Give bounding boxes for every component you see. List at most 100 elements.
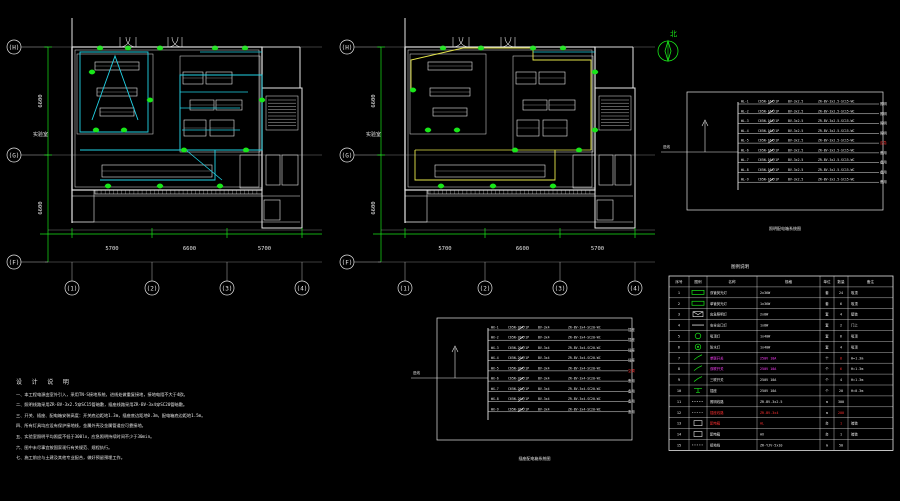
- circuit-desc: ZR-BV-3x4-SC20-WC: [568, 356, 601, 360]
- legend-qty: 6: [840, 334, 842, 338]
- fixture-icon: [453, 127, 461, 133]
- switch-icon: [693, 354, 703, 361]
- fixture-icon: [146, 97, 154, 103]
- circuit-cable: BV-3x4: [538, 377, 550, 381]
- circuit-cable: BV-3x4: [538, 326, 550, 330]
- circuit-tag: 备用: [628, 388, 635, 393]
- dim-label: 6600: [38, 201, 44, 214]
- breaker-icon: [517, 366, 525, 372]
- grid-row-label: (H): [9, 45, 20, 52]
- legend-no: 5: [678, 334, 680, 338]
- legend-qty: 1: [840, 422, 842, 426]
- legend-qty: 4: [840, 378, 842, 382]
- circuit-tag: 插座: [628, 347, 635, 352]
- door-swing: [119, 36, 131, 48]
- wing: [596, 199, 614, 221]
- legend-header: 规格: [785, 279, 793, 284]
- breaker-icon: [767, 177, 775, 183]
- legend-note: H=1.3m: [851, 378, 863, 382]
- circuit-id: WL-3: [741, 119, 749, 123]
- note-line: 三、开关、插座、配电箱安装高度：开关底边距地1.3m，插座底边距地0.3m，配电…: [16, 412, 206, 418]
- circuit-cable: BV-3x4: [538, 397, 550, 401]
- circuit-id: WL-4: [741, 129, 749, 133]
- circuit-desc: ZR-BV-3x2.5-SC15-WC: [818, 109, 855, 113]
- panel-icon: [693, 420, 703, 426]
- legend-qty: 2: [840, 324, 842, 328]
- fixture-icon: [424, 127, 432, 133]
- grid-col-label: (1): [67, 286, 78, 293]
- circuit-desc: ZR-BV-3x2.5-SC15-WC: [818, 178, 855, 182]
- legend-no: 8: [678, 367, 680, 371]
- stair-well: [265, 95, 299, 131]
- circuit-cable: BV-3x2.5: [788, 119, 803, 123]
- legend-name: 接地线: [710, 442, 721, 447]
- toilet: [265, 154, 281, 186]
- legend-unit: 台: [825, 421, 829, 426]
- grid-col-label: (2): [480, 286, 491, 293]
- panel-frame: [686, 91, 884, 211]
- circuit-tag: 照明: [880, 131, 887, 135]
- legend-no: 9: [678, 378, 680, 382]
- waterproof-lamp-icon: [694, 343, 702, 351]
- legend-header: 序号: [675, 279, 683, 284]
- switch-icon: [693, 376, 703, 382]
- wire-run: [179, 74, 263, 151]
- fixture-icon: [575, 147, 583, 153]
- circuit-desc: ZR-BV-3x4-SC20-WC: [568, 377, 601, 381]
- circuit-cable: BV-3x2.5: [788, 129, 803, 133]
- lamp-icon: [691, 300, 705, 306]
- legend-name: 插座线路: [710, 410, 724, 415]
- circuit-tag: 照明: [880, 112, 887, 116]
- legend-spec: 250V 10A: [760, 356, 776, 360]
- breaker-icon: [517, 356, 525, 361]
- room-label: 实验室: [33, 131, 48, 138]
- legend-qty: 6: [840, 302, 842, 306]
- dim-label: 6600: [371, 201, 377, 214]
- legend-spec: ZR-YJV-5x10: [760, 443, 782, 447]
- toilet: [614, 154, 632, 186]
- legend-unit: m: [826, 411, 828, 415]
- circuit-tag: 备用: [880, 169, 887, 174]
- circuit-id: WL-5: [741, 139, 749, 143]
- circuit-desc: ZR-BV-3x4-SC20-WC: [568, 336, 601, 340]
- emergency-icon: [692, 311, 704, 317]
- legend-name: 防水灯: [710, 344, 721, 349]
- circuit-cable: BV-3x2.5: [788, 109, 803, 113]
- breaker-icon: [767, 138, 775, 144]
- fixture-icon: [211, 45, 219, 51]
- dim-label: 5700: [258, 246, 271, 252]
- wing: [263, 199, 281, 221]
- legend-no: 13: [677, 422, 681, 426]
- note-line: 五、实验室照明平均照度不低于300lx，应急照明持续时间不少于30min。: [16, 433, 155, 439]
- circuit-cable: BV-3x4: [538, 356, 550, 360]
- legend-header: 备注: [867, 279, 875, 284]
- legend-header: 图例: [694, 279, 702, 284]
- legend-name: 单管荧光灯: [710, 301, 728, 306]
- legend-no: 2: [678, 302, 680, 306]
- circuit-desc: ZR-BV-3x2.5-SC15-WC: [818, 119, 855, 123]
- circuit-cable: BV-3x2.5: [788, 100, 803, 104]
- fixture-icon: [241, 45, 249, 51]
- circuit-id: WX-2: [491, 336, 499, 340]
- circuit-tag: 备用: [880, 150, 887, 155]
- circuit-id: WL-8: [741, 168, 749, 172]
- breaker-icon: [767, 158, 775, 163]
- breaker-icon: [517, 335, 525, 341]
- circuit-id: WX-7: [491, 387, 499, 391]
- circuit-tag: 备用: [880, 160, 887, 165]
- grid-col-label: (3): [555, 286, 566, 293]
- breaker-icon: [767, 148, 775, 154]
- breaker-icon: [517, 325, 525, 331]
- circuit-id: WL-1: [741, 100, 749, 104]
- corridor: [94, 189, 263, 195]
- legend-note: 暗装: [851, 432, 858, 437]
- legend-note: 吸顶: [851, 334, 858, 338]
- toilet: [281, 154, 299, 186]
- circuit-desc: ZR-BV-3x4-SC20-WC: [568, 387, 601, 391]
- circuit-desc: ZR-BV-3x2.5-SC15-WC: [818, 168, 855, 172]
- circuit-desc: ZR-BV-3x2.5-SC15-WC: [818, 158, 855, 162]
- legend-qty: 4: [840, 345, 842, 349]
- fixture-icon: [96, 45, 104, 51]
- outlet-icon: [694, 388, 702, 393]
